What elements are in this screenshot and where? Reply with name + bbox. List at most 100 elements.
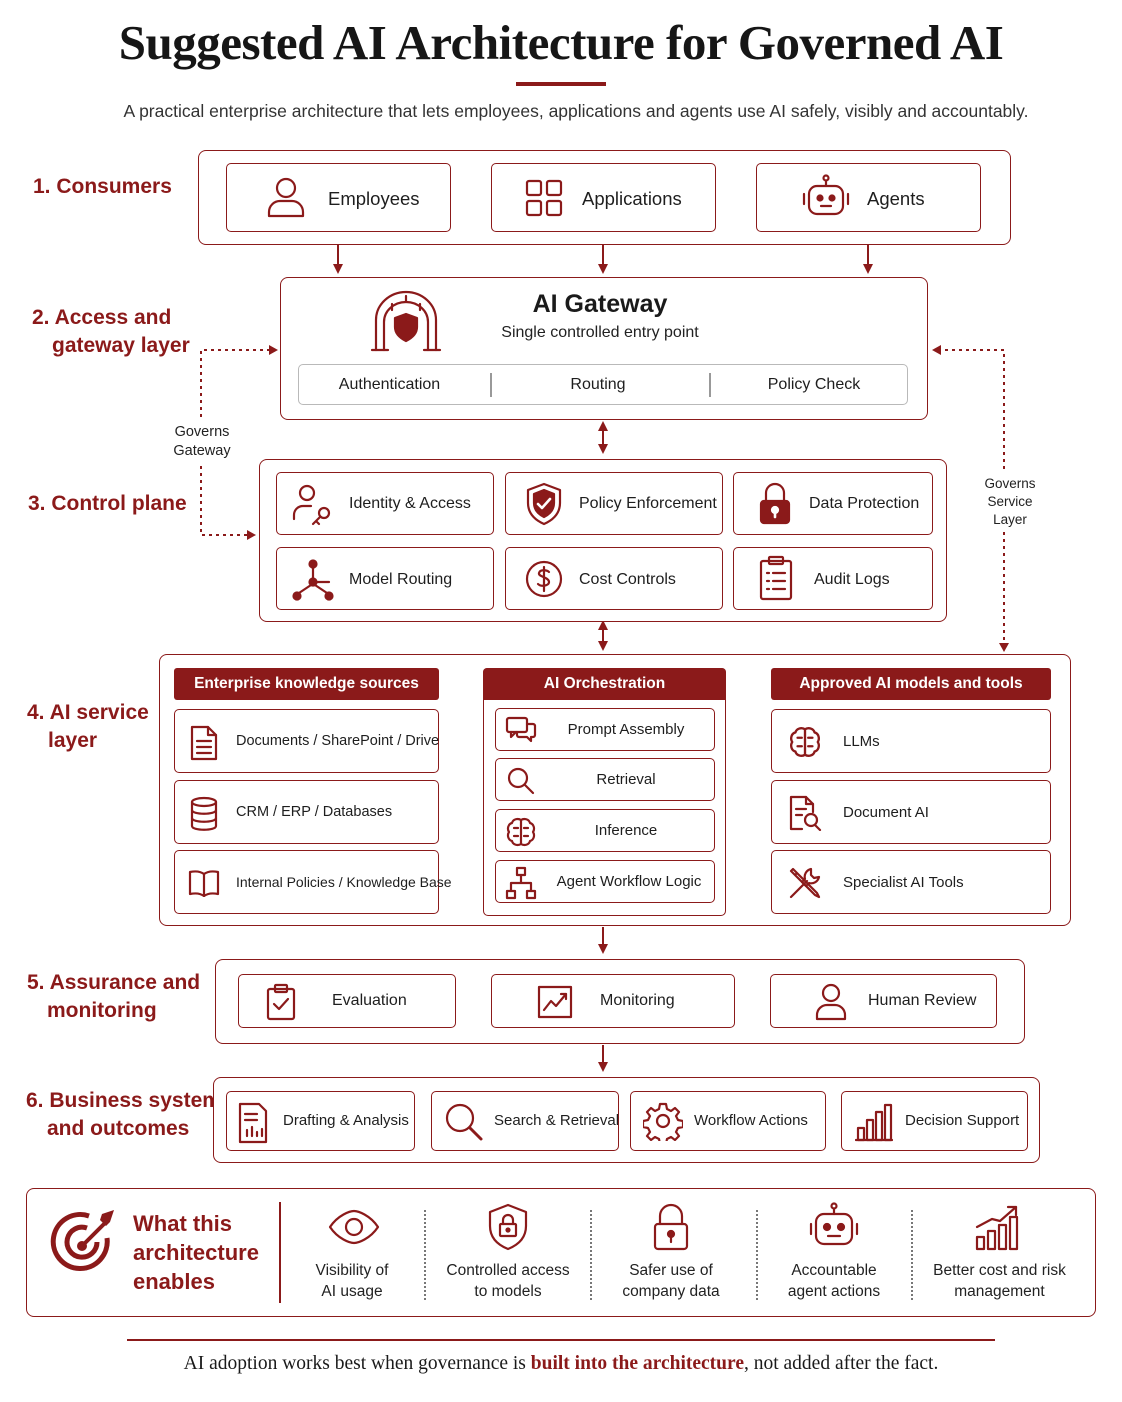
- control-label: Identity & Access: [349, 495, 471, 512]
- assurance-card-monitoring[interactable]: Monitoring: [491, 974, 735, 1028]
- control-card-identity[interactable]: Identity & Access: [276, 472, 494, 535]
- target-icon: [50, 1210, 114, 1272]
- model-item[interactable]: Specialist AI Tools: [771, 850, 1051, 914]
- shield-lock-icon: [488, 1203, 528, 1251]
- gateway-function-policy-check[interactable]: Policy Check: [767, 376, 861, 393]
- grid-icon: [525, 179, 563, 217]
- robot-icon: [802, 174, 850, 216]
- dotted-divider: [756, 1210, 758, 1300]
- consumer-card-applications[interactable]: Applications: [491, 163, 716, 232]
- user-icon: [815, 983, 847, 1021]
- brain-icon: [506, 817, 536, 847]
- consumer-label: Applications: [582, 188, 682, 209]
- divider: [709, 373, 711, 397]
- layer-3-label: 3. Control plane: [28, 492, 187, 515]
- document-icon: [190, 725, 218, 761]
- dotted-divider: [911, 1210, 913, 1300]
- control-label: Data Protection: [809, 495, 920, 512]
- clipboard-check-icon: [266, 983, 296, 1021]
- tools-icon: [789, 867, 821, 899]
- user-icon: [267, 177, 305, 218]
- assurance-label: Monitoring: [600, 992, 675, 1009]
- footer-rule: [127, 1339, 995, 1341]
- control-label: Policy Enforcement: [579, 495, 717, 512]
- dotted-divider: [590, 1210, 592, 1300]
- knowledge-label: CRM / ERP / Databases: [236, 804, 393, 820]
- gateway-function-authentication[interactable]: Authentication: [338, 376, 441, 393]
- branch-icon: [292, 559, 334, 601]
- business-label: Decision Support: [905, 1112, 1020, 1129]
- chat-bubbles-icon: [505, 716, 537, 743]
- control-card-data-protection[interactable]: Data Protection: [733, 472, 933, 535]
- control-card-audit[interactable]: Audit Logs: [733, 547, 933, 610]
- knowledge-item[interactable]: Documents / SharePoint / Drive: [174, 709, 439, 773]
- business-card-search[interactable]: Search & Retrieval: [431, 1091, 619, 1151]
- search-icon: [507, 767, 535, 795]
- orchestration-item[interactable]: Agent Workflow Logic: [495, 860, 715, 903]
- gateway-function-routing[interactable]: Routing: [570, 376, 626, 393]
- lock-icon: [759, 482, 791, 525]
- knowledge-item[interactable]: Internal Policies / Knowledge Base: [174, 850, 452, 914]
- dollar-icon: [525, 560, 563, 598]
- hierarchy-icon: [505, 866, 537, 900]
- footer-text: AI adoption works best when governance i…: [183, 1353, 939, 1374]
- model-label: Document AI: [843, 804, 929, 821]
- model-item[interactable]: LLMs: [771, 709, 1051, 773]
- user-key-icon: [292, 484, 331, 526]
- clipboard-list-icon: [759, 555, 793, 601]
- control-label: Audit Logs: [814, 571, 890, 588]
- page-subtitle: A practical enterprise architecture that…: [123, 101, 1029, 121]
- control-card-model-routing[interactable]: Model Routing: [276, 547, 494, 610]
- bar-chart-icon: [855, 1103, 893, 1142]
- robot-icon: [809, 1202, 859, 1246]
- eye-icon: [328, 1209, 380, 1245]
- consumer-label: Agents: [867, 188, 925, 209]
- control-card-cost[interactable]: Cost Controls: [505, 547, 723, 610]
- orchestration-header: AI Orchestration: [483, 668, 726, 700]
- dotted-divider: [424, 1210, 426, 1300]
- business-label: Workflow Actions: [694, 1112, 808, 1129]
- document-search-icon: [789, 795, 822, 831]
- assurance-card-human-review[interactable]: Human Review: [770, 974, 997, 1028]
- gateway-functions-bar: Authentication Routing Policy Check: [298, 364, 908, 405]
- control-card-policy[interactable]: Policy Enforcement: [505, 472, 723, 535]
- control-label: Model Routing: [349, 571, 453, 588]
- shield-check-icon: [526, 482, 562, 526]
- orchestration-label: Agent Workflow Logic: [556, 873, 702, 890]
- brain-icon: [790, 727, 820, 757]
- model-item[interactable]: Document AI: [771, 780, 1051, 844]
- enables-panel: [26, 1188, 1096, 1317]
- consumer-card-agents[interactable]: Agents: [756, 163, 981, 232]
- line-chart-icon: [537, 985, 573, 1019]
- knowledge-header: Enterprise knowledge sources: [174, 668, 439, 700]
- database-icon: [190, 796, 218, 831]
- footer-highlight: built into the architecture: [530, 1353, 744, 1374]
- orchestration-item[interactable]: Inference: [495, 809, 715, 852]
- consumer-label: Employees: [328, 188, 420, 209]
- knowledge-label: Documents / SharePoint / Drive: [236, 733, 440, 749]
- consumer-card-employees[interactable]: Employees: [226, 163, 451, 232]
- gateway-shield-icon: [370, 290, 442, 352]
- orchestration-item[interactable]: Prompt Assembly: [495, 708, 715, 751]
- assurance-label: Human Review: [868, 992, 977, 1009]
- orchestration-item[interactable]: Retrieval: [495, 758, 715, 801]
- knowledge-item[interactable]: CRM / ERP / Databases: [174, 780, 439, 844]
- business-card-drafting[interactable]: Drafting & Analysis: [226, 1091, 415, 1151]
- title-underline: [516, 82, 606, 86]
- business-card-decision[interactable]: Decision Support: [841, 1091, 1028, 1151]
- orchestration-label: Inference: [594, 822, 658, 839]
- assurance-card-evaluation[interactable]: Evaluation: [238, 974, 456, 1028]
- business-card-workflow[interactable]: Workflow Actions: [630, 1091, 826, 1151]
- lock-icon: [653, 1203, 689, 1251]
- business-label: Drafting & Analysis: [283, 1112, 409, 1129]
- search-icon: [445, 1103, 483, 1141]
